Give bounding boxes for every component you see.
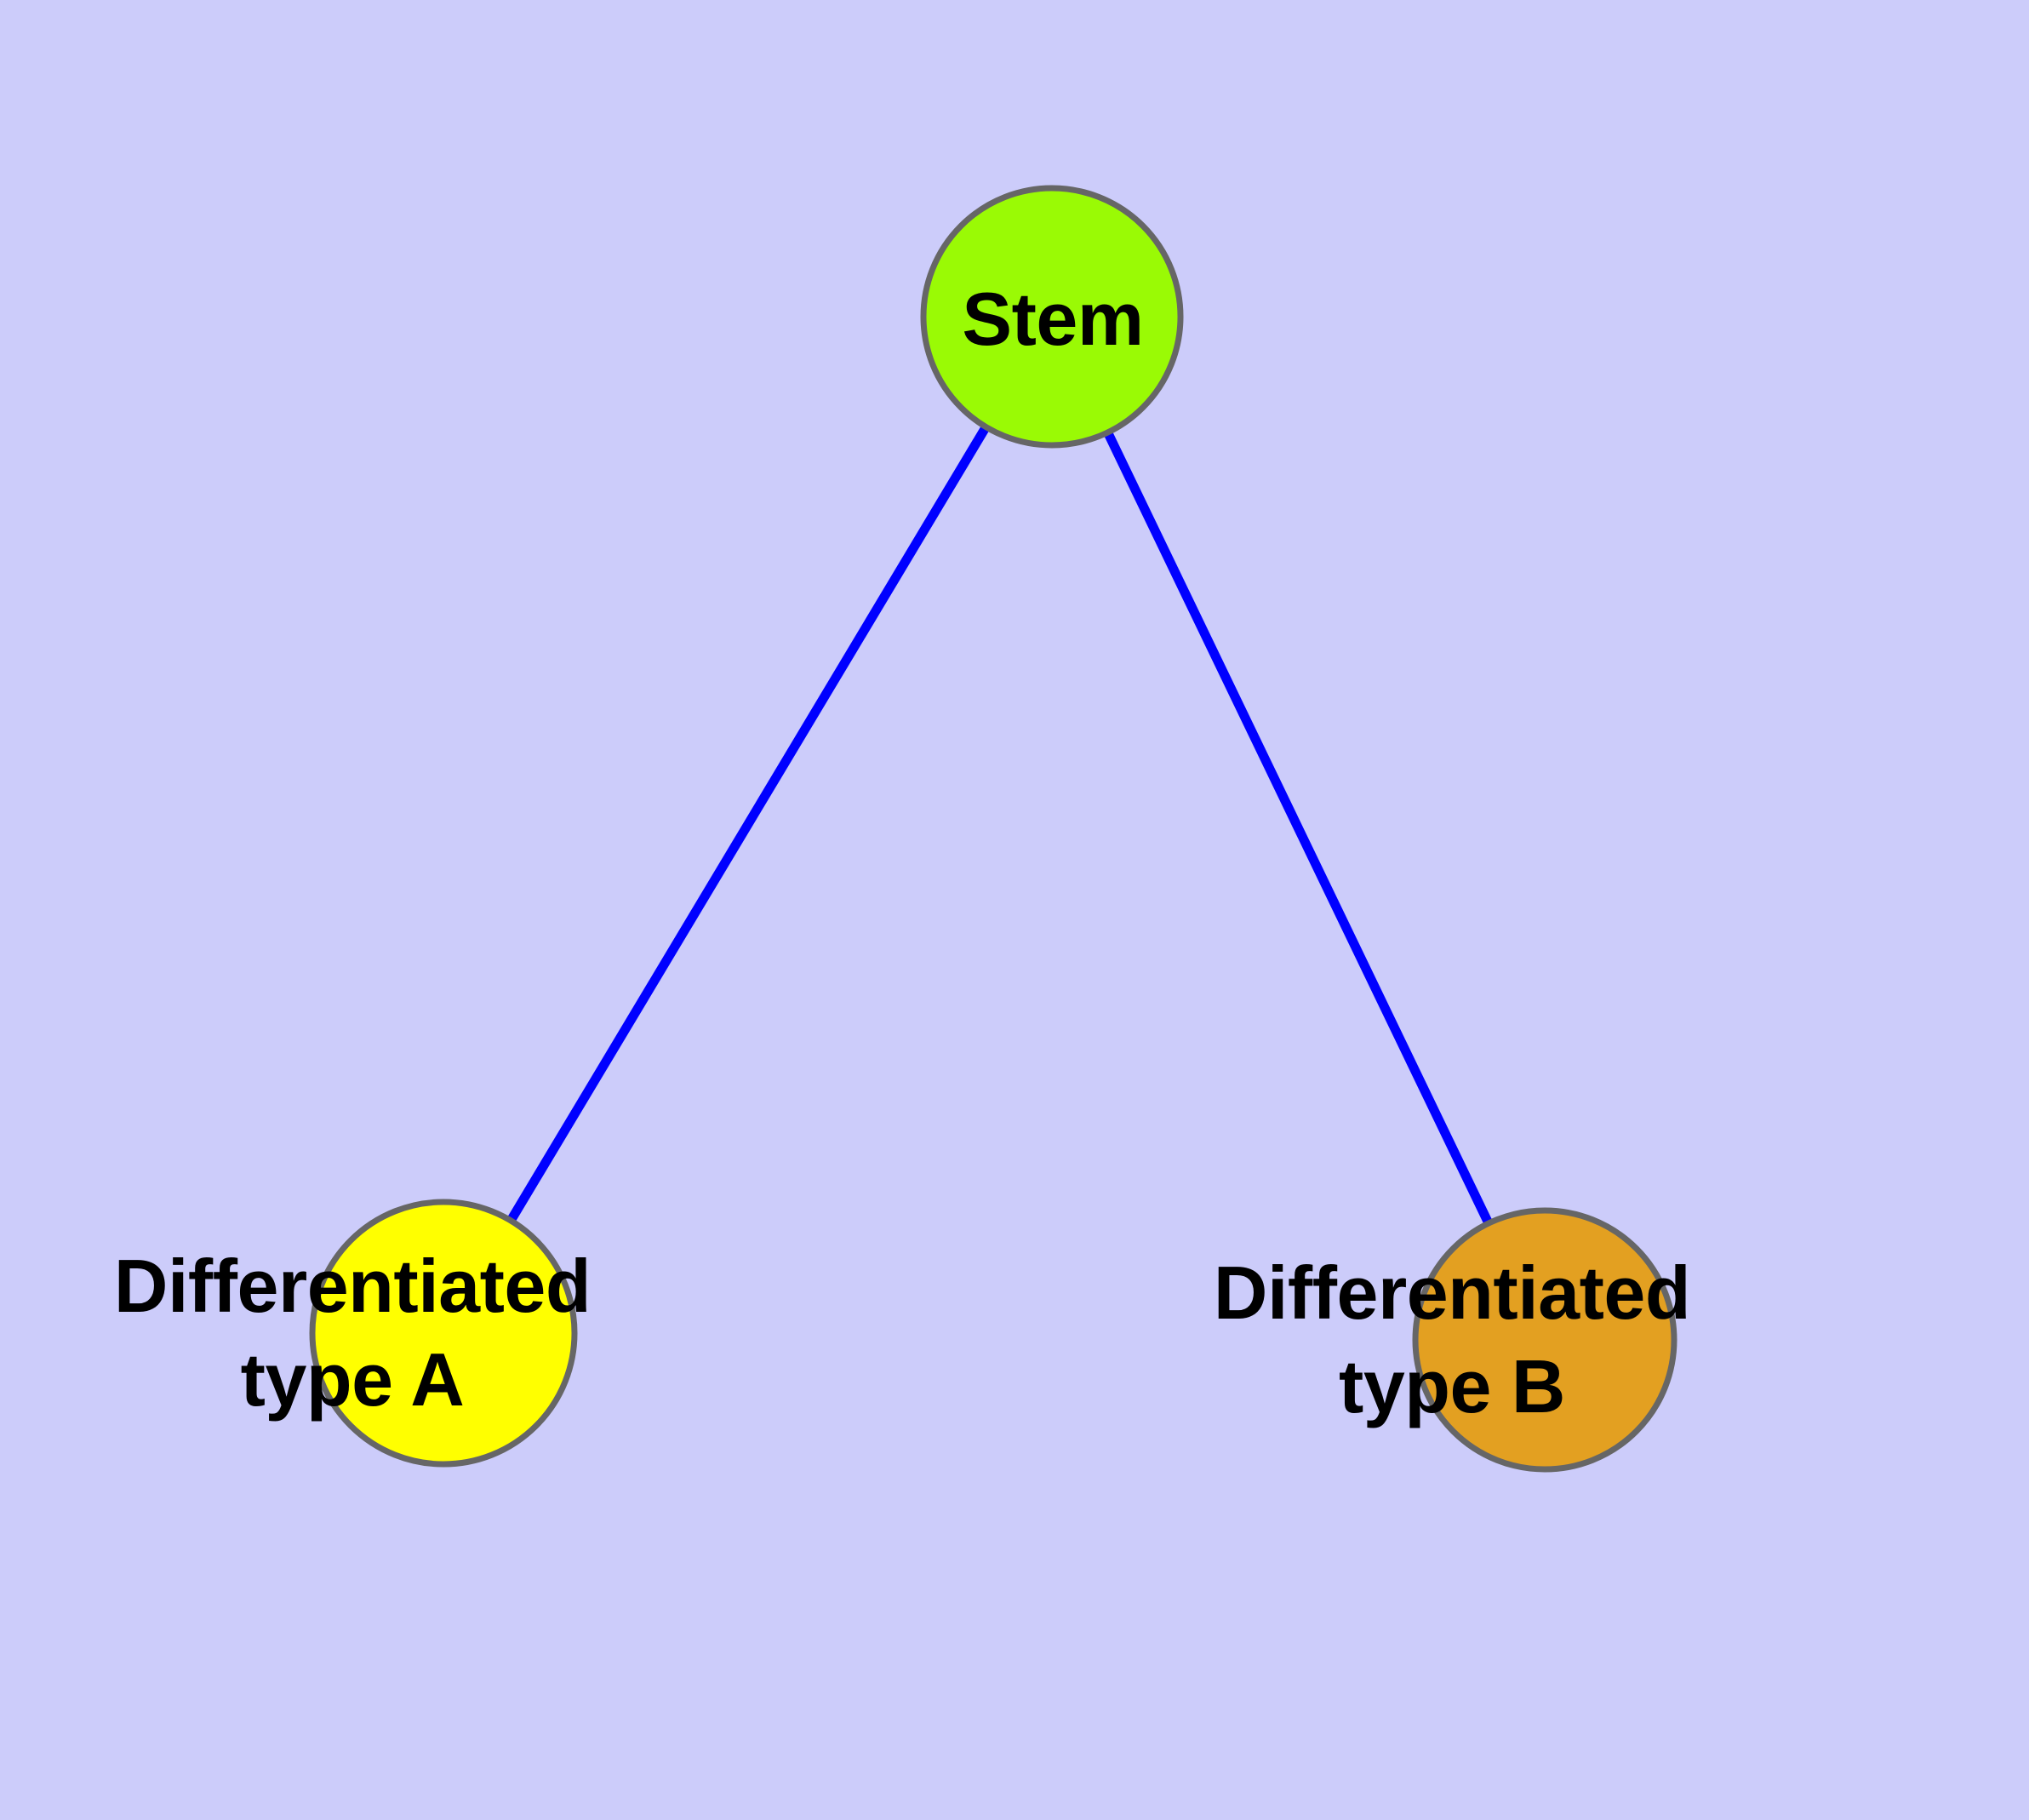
node-stem[interactable] bbox=[920, 185, 1184, 449]
node-diff-a[interactable] bbox=[309, 1199, 578, 1468]
node-diff-b[interactable] bbox=[1412, 1207, 1677, 1473]
node-layer bbox=[309, 185, 1677, 1473]
edge-stem-to-diff-b[interactable] bbox=[1048, 314, 1549, 1342]
edge-layer bbox=[439, 314, 1549, 1342]
edge-stem-to-diff-a[interactable] bbox=[439, 314, 1056, 1336]
